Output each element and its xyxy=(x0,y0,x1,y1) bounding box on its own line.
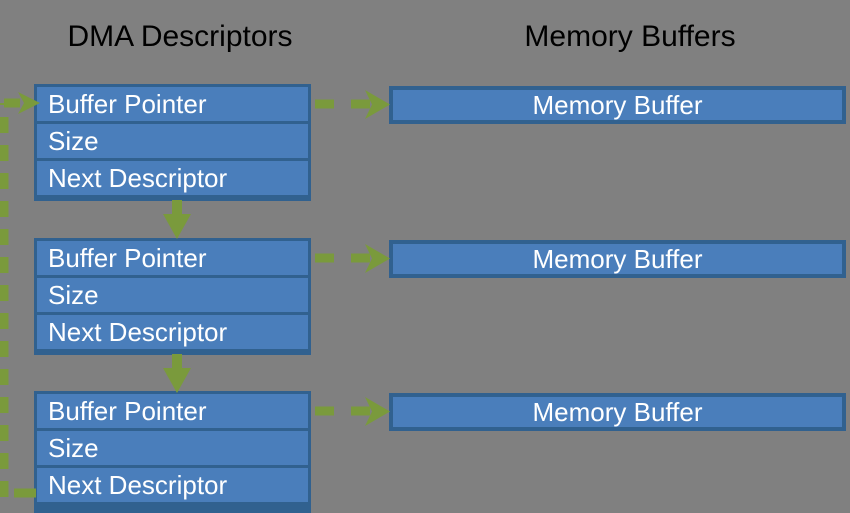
field-label: Buffer Pointer xyxy=(48,396,207,426)
field-label: Buffer Pointer xyxy=(48,243,207,273)
column-title-dma-descriptors: DMA Descriptors xyxy=(67,20,293,53)
memory-buffer-box-3[interactable]: Memory Buffer xyxy=(389,393,846,431)
buffer-pointer-arrow-1-icon xyxy=(315,90,390,119)
column-title-memory-buffers: Memory Buffers xyxy=(524,20,736,53)
descriptor-1-field-buffer-pointer[interactable]: Buffer Pointer xyxy=(37,87,308,121)
buffer-pointer-arrow-3-icon xyxy=(315,397,390,426)
descriptor-3-field-buffer-pointer[interactable]: Buffer Pointer xyxy=(37,394,308,428)
field-label: Size xyxy=(48,280,99,310)
next-descriptor-arrow-1-icon xyxy=(163,200,191,239)
descriptor-3-field-next-descriptor[interactable]: Next Descriptor xyxy=(37,468,308,502)
descriptor-block-2[interactable]: Buffer Pointer Size Next Descriptor xyxy=(34,238,311,355)
memory-buffer-label: Memory Buffer xyxy=(532,90,703,120)
field-label: Next Descriptor xyxy=(48,163,228,193)
descriptor-2-field-buffer-pointer[interactable]: Buffer Pointer xyxy=(37,241,308,275)
next-descriptor-arrow-2-icon xyxy=(163,354,191,393)
descriptor-1-field-size[interactable]: Size xyxy=(37,124,308,158)
descriptor-2-field-size[interactable]: Size xyxy=(37,278,308,312)
buffer-pointer-arrow-2-icon xyxy=(315,244,390,273)
descriptor-2-field-next-descriptor[interactable]: Next Descriptor xyxy=(37,315,308,349)
field-label: Buffer Pointer xyxy=(48,89,207,119)
descriptor-1-field-next-descriptor[interactable]: Next Descriptor xyxy=(37,161,308,195)
field-label: Size xyxy=(48,126,99,156)
descriptor-block-1[interactable]: Buffer Pointer Size Next Descriptor xyxy=(34,84,311,201)
descriptor-block-3[interactable]: Buffer Pointer Size Next Descriptor xyxy=(34,391,311,513)
memory-buffer-label: Memory Buffer xyxy=(532,244,703,274)
field-label: Next Descriptor xyxy=(48,317,228,347)
memory-buffer-box-1[interactable]: Memory Buffer xyxy=(389,86,846,124)
field-label: Next Descriptor xyxy=(48,470,228,500)
memory-buffer-box-2[interactable]: Memory Buffer xyxy=(389,240,846,278)
descriptor-3-field-size[interactable]: Size xyxy=(37,431,308,465)
memory-buffer-label: Memory Buffer xyxy=(532,397,703,427)
field-label: Size xyxy=(48,433,99,463)
